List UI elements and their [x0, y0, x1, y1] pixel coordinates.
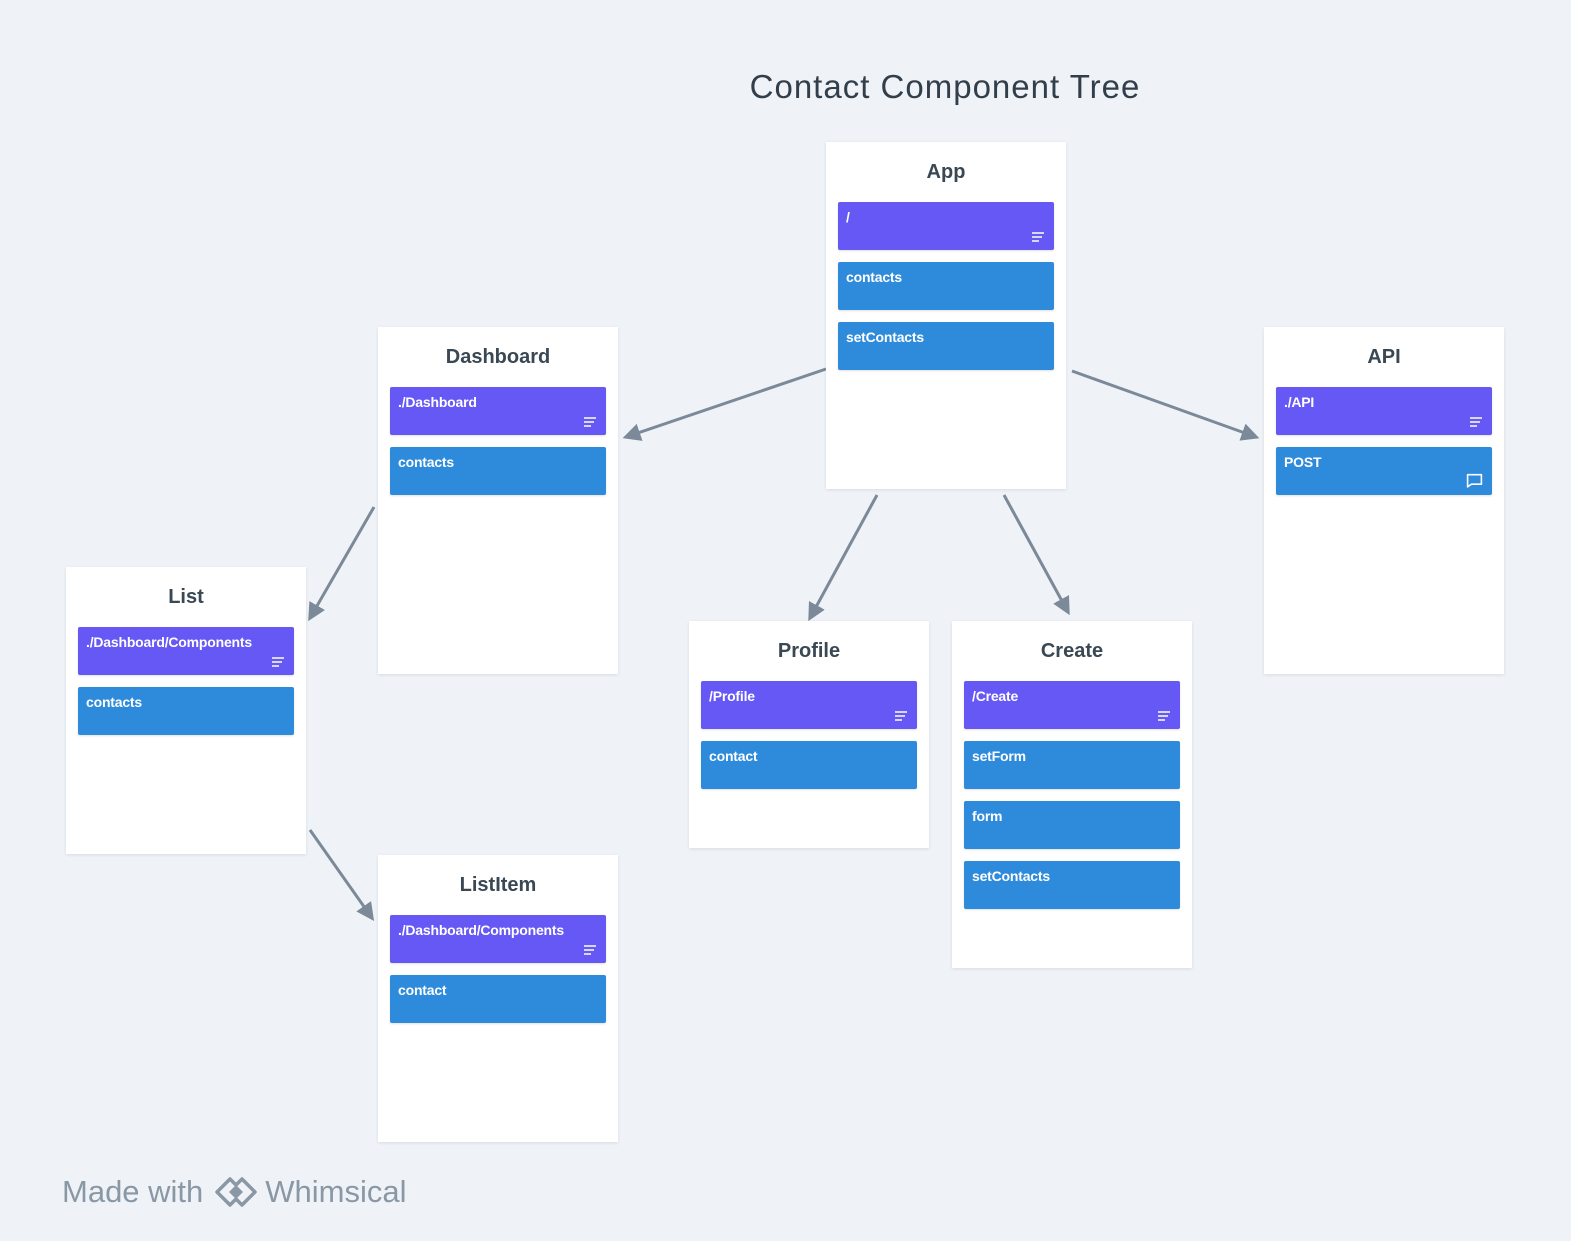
card-label: contact: [709, 748, 758, 764]
card-path[interactable]: /Profile: [701, 681, 917, 729]
card-prop[interactable]: contacts: [390, 447, 606, 495]
board-title: ListItem: [459, 874, 537, 896]
card-label: ./Dashboard/Components: [86, 634, 252, 650]
card-prop[interactable]: setContacts: [838, 322, 1054, 370]
made-with-footer[interactable]: Made with Whimsical: [62, 1170, 407, 1214]
card-path[interactable]: ./API: [1276, 387, 1492, 435]
edge-list-to-listitem: [308, 829, 375, 921]
notes-icon: [584, 417, 596, 427]
card-path[interactable]: ./Dashboard/Components: [78, 627, 294, 675]
comment-icon: [1466, 473, 1483, 488]
card-label: /: [846, 209, 850, 225]
diagram-title: Contact Component Tree: [749, 68, 1141, 105]
notes-icon: [895, 711, 907, 721]
notes-icon: [1470, 417, 1482, 427]
board-title: API: [1367, 346, 1401, 368]
board-api[interactable]: API ./API POST: [1264, 327, 1504, 674]
edge-app-to-api: [1071, 369, 1260, 441]
notes-icon: [1158, 711, 1170, 721]
card-prop[interactable]: contact: [701, 741, 917, 789]
card-label: form: [972, 808, 1003, 824]
card-label: /Profile: [709, 688, 755, 704]
whimsical-logo-icon: [215, 1177, 258, 1207]
board-profile[interactable]: Profile /Profile contact: [689, 621, 929, 848]
card-label: /Create: [972, 688, 1019, 704]
card-prop[interactable]: contact: [390, 975, 606, 1023]
card-path[interactable]: /Create: [964, 681, 1180, 729]
notes-icon: [1032, 232, 1044, 242]
notes-icon: [584, 945, 596, 955]
board-app[interactable]: App / contacts setContacts: [826, 142, 1066, 489]
card-prop[interactable]: POST: [1276, 447, 1492, 495]
card-label: ./Dashboard: [398, 394, 477, 410]
card-path[interactable]: ./Dashboard: [390, 387, 606, 435]
card-label: setContacts: [972, 868, 1050, 884]
board-title: List: [168, 586, 204, 608]
card-path[interactable]: ./Dashboard/Components: [390, 915, 606, 963]
card-label: contact: [398, 982, 447, 998]
edge-app-to-dashboard: [622, 367, 827, 441]
card-prop[interactable]: setContacts: [964, 861, 1180, 909]
card-label: ./API: [1284, 394, 1315, 410]
edge-app-to-profile: [808, 494, 879, 622]
board-listitem[interactable]: ListItem ./Dashboard/Components contact: [378, 855, 618, 1142]
board-title: Profile: [777, 640, 841, 662]
card-label: ./Dashboard/Components: [398, 922, 564, 938]
card-label: contacts: [398, 454, 454, 470]
board-title: App: [926, 161, 966, 183]
card-prop[interactable]: form: [964, 801, 1180, 849]
edge-app-to-create: [1002, 494, 1070, 616]
made-with-label: Made with: [62, 1174, 204, 1209]
card-label: POST: [1284, 454, 1322, 470]
edge-dashboard-to-list: [308, 506, 376, 622]
card-label: contacts: [846, 269, 902, 285]
board-title: Create: [1040, 640, 1104, 662]
card-label: contacts: [86, 694, 142, 710]
card-path[interactable]: /: [838, 202, 1054, 250]
card-label: setContacts: [846, 329, 924, 345]
board-title: Dashboard: [445, 346, 551, 368]
brand-label: Whimsical: [265, 1174, 407, 1209]
card-prop[interactable]: contacts: [838, 262, 1054, 310]
board-list[interactable]: List ./Dashboard/Components contacts: [66, 567, 306, 854]
card-prop[interactable]: contacts: [78, 687, 294, 735]
board-create[interactable]: Create /Create setForm form setContacts: [952, 621, 1192, 968]
card-label: setForm: [972, 748, 1026, 764]
notes-icon: [272, 657, 284, 667]
card-prop[interactable]: setForm: [964, 741, 1180, 789]
board-dashboard[interactable]: Dashboard ./Dashboard contacts: [378, 327, 618, 674]
